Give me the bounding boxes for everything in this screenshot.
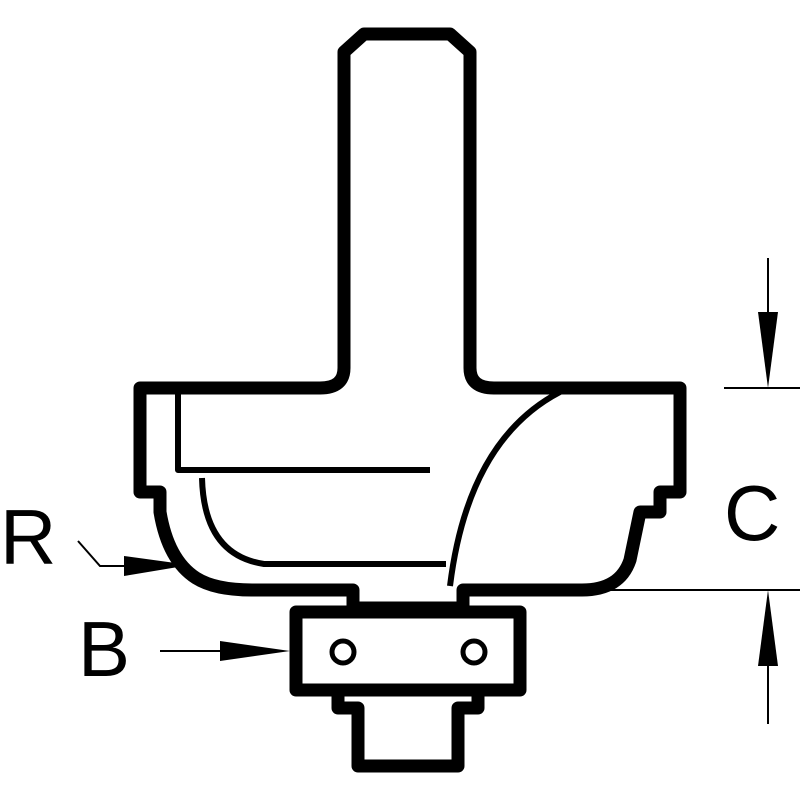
label-b: B: [78, 605, 130, 693]
bearing: [289, 605, 527, 697]
c-arrowhead-top: [758, 312, 778, 388]
bearing-retainer: [331, 690, 485, 773]
cutter-body: [133, 381, 687, 615]
bearing-hole-right: [460, 638, 488, 666]
cutting-profile-curve: [199, 477, 446, 567]
label-r: R: [0, 493, 56, 581]
c-arrowhead-bottom: [758, 590, 778, 666]
label-c: C: [724, 469, 780, 557]
bearing-hole-left: [329, 638, 357, 666]
shank-fillet-left: [319, 367, 351, 395]
router-bit-outline: [133, 27, 687, 773]
bearing-neck: [346, 608, 470, 612]
cutting-profile: [175, 392, 430, 473]
b-arrowhead: [220, 641, 290, 661]
cutting-edge: [447, 389, 562, 587]
r-arrowhead: [124, 556, 190, 576]
shank: [337, 27, 495, 395]
